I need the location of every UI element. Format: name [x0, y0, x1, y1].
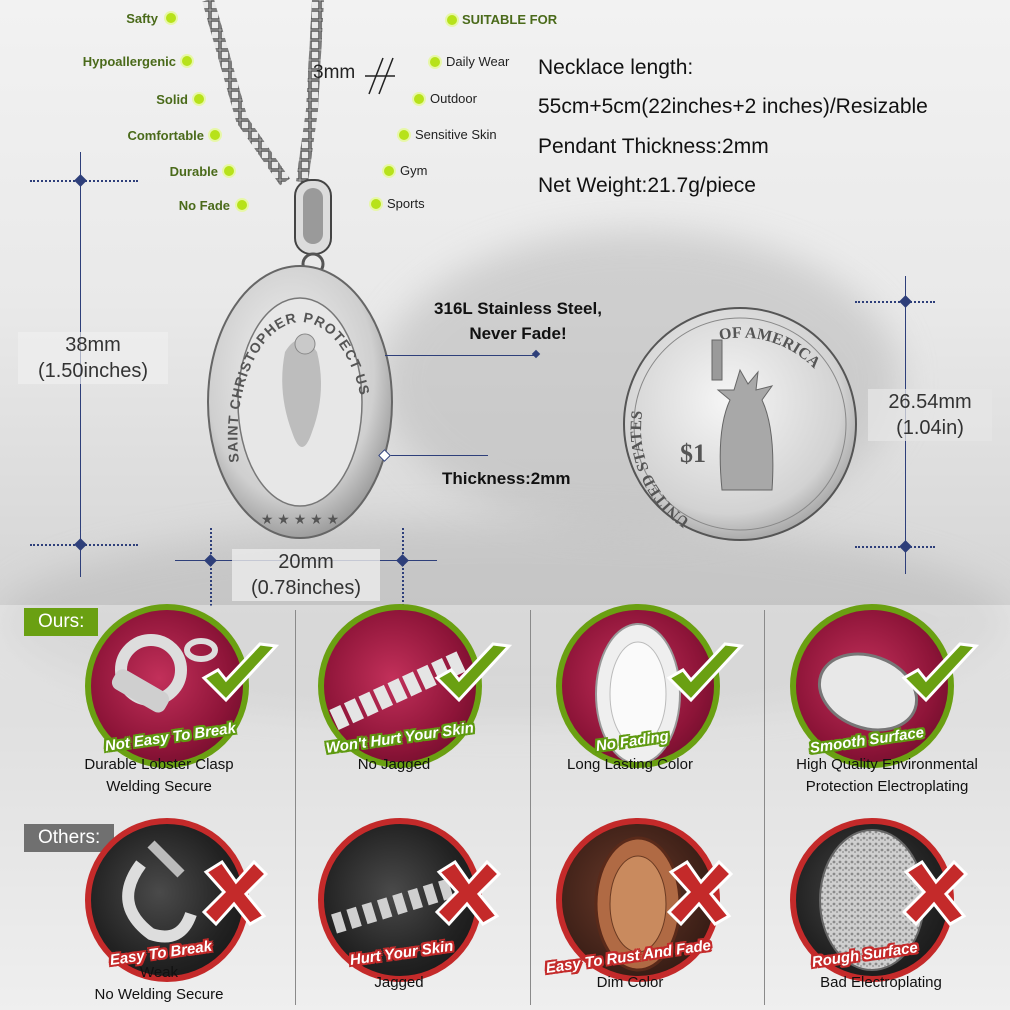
callout-leader: [385, 355, 535, 356]
dimension-line: [210, 528, 212, 606]
bullet-dot: [414, 94, 424, 104]
suitable-item: Outdoor: [430, 91, 477, 106]
bullet-dot: [237, 200, 247, 210]
dimension-marker: [899, 540, 912, 553]
feature-item: Comfortable: [127, 128, 204, 143]
check-icon: [434, 642, 513, 703]
ours-caption: Long Lasting Color: [515, 754, 745, 776]
ours-surface-image: [790, 604, 954, 768]
caption-line: Welding Secure: [106, 778, 212, 795]
caption-line: Dim Color: [596, 974, 664, 991]
feature-item: Solid: [156, 92, 188, 107]
ours-caption: No Jagged: [279, 754, 509, 776]
caption-line: No Welding Secure: [94, 986, 224, 1003]
suitable-for-title: SUITABLE FOR: [462, 12, 558, 27]
dimension-line: [855, 301, 935, 303]
feature-item: No Fade: [178, 198, 230, 213]
check-icon: [666, 642, 745, 703]
caption-line: Bad Electroplating: [820, 974, 942, 991]
pendant-height: 38mm (1.50inches): [18, 332, 168, 384]
bullet-dot: [182, 56, 192, 66]
caption-line: Jagged: [374, 974, 424, 991]
bullet-dot: [210, 130, 220, 140]
features-left: Safty Hypoallergenic Solid Comfortable D…: [0, 0, 260, 220]
dimension-line: [402, 528, 404, 606]
bullet-dot: [166, 13, 176, 23]
chain-graphic: [202, 0, 324, 186]
feature-item: Durable: [169, 164, 218, 179]
caption-line: No Jagged: [357, 756, 431, 773]
suitable-item: Sports: [387, 196, 425, 211]
chain-width-marker: [365, 57, 395, 95]
material-line-2: Never Fade!: [469, 324, 567, 343]
caption-line: High Quality Environmental: [796, 756, 978, 773]
suitable-item: Daily Wear: [446, 54, 510, 69]
chain-width-label: 3mm: [313, 62, 356, 83]
cross-icon: [666, 859, 734, 927]
dollar-coin: OF AMERICA UNITED STATES $1: [623, 307, 857, 541]
height-in: (1.50inches): [37, 360, 149, 382]
width-in: (0.78inches): [250, 577, 362, 599]
spec-line: Net Weight:21.7g/piece: [538, 174, 756, 197]
bullet-dot: [224, 166, 234, 176]
cross-icon: [201, 859, 269, 927]
caption-line: Weak: [139, 964, 179, 981]
suitable-item: Sensitive Skin: [415, 127, 497, 142]
thickness-callout: Thickness:2mm: [442, 469, 571, 488]
feature-item: Safty: [126, 11, 158, 26]
spec-line: Pendant Thickness:2mm: [538, 135, 769, 158]
bullet-dot: [384, 166, 394, 176]
cross-icon: [901, 859, 969, 927]
column-divider: [295, 610, 296, 1005]
material-line-1: 316L Stainless Steel,: [434, 299, 602, 318]
svg-text:★ ★ ★ ★ ★: ★ ★ ★ ★ ★: [261, 511, 339, 527]
bullet-dot: [399, 130, 409, 140]
pendant: SAINT CHRISTOPHER PROTECT US ★ ★ ★ ★ ★: [207, 265, 393, 539]
caption-line: Durable Lobster Clasp: [84, 756, 234, 773]
spec-line: 55cm+5cm(22inches+2 inches)/Resizable: [538, 95, 928, 118]
coin-size-in: (1.04in): [896, 417, 964, 439]
column-divider: [530, 610, 531, 1005]
feature-item: Hypoallergenic: [82, 54, 176, 69]
column-divider: [764, 610, 765, 1005]
spec-line: Necklace length:: [538, 56, 694, 79]
ours-label: Ours:: [24, 608, 99, 636]
bullet-dot: [371, 199, 381, 209]
cross-icon: [434, 859, 502, 927]
coin-denomination: $1: [680, 439, 706, 468]
others-caption: Weak No Welding Secure: [44, 962, 274, 1006]
others-label: Others:: [24, 824, 115, 852]
ours-caption: High Quality Environmental Protection El…: [772, 754, 1002, 798]
ours-clasp-image: [85, 604, 249, 768]
pendant-width: 20mm (0.78inches): [232, 549, 380, 601]
bullet-dot: [430, 57, 440, 67]
coin-size-mm: 26.54mm: [888, 391, 972, 413]
width-mm: 20mm: [278, 551, 334, 573]
height-mm: 38mm: [65, 334, 121, 356]
bullet-dot: [447, 15, 457, 25]
material-callout: 316L Stainless Steel, Never Fade!: [408, 296, 628, 346]
others-caption: Bad Electroplating: [766, 972, 996, 994]
bullet-dot: [194, 94, 204, 104]
others-caption: Jagged: [284, 972, 514, 994]
check-icon: [201, 642, 280, 703]
ours-caption: Durable Lobster Clasp Welding Secure: [44, 754, 274, 798]
others-caption: Dim Color: [515, 972, 745, 994]
coin-size: 26.54mm (1.04in): [868, 389, 992, 441]
dimension-marker: [74, 538, 87, 551]
dimension-line: [855, 546, 935, 548]
suitable-item: Gym: [400, 163, 428, 178]
callout-leader: [388, 455, 488, 456]
caption-line: Protection Electroplating: [805, 778, 969, 795]
check-icon: [901, 642, 980, 703]
caption-line: Long Lasting Color: [567, 756, 693, 773]
